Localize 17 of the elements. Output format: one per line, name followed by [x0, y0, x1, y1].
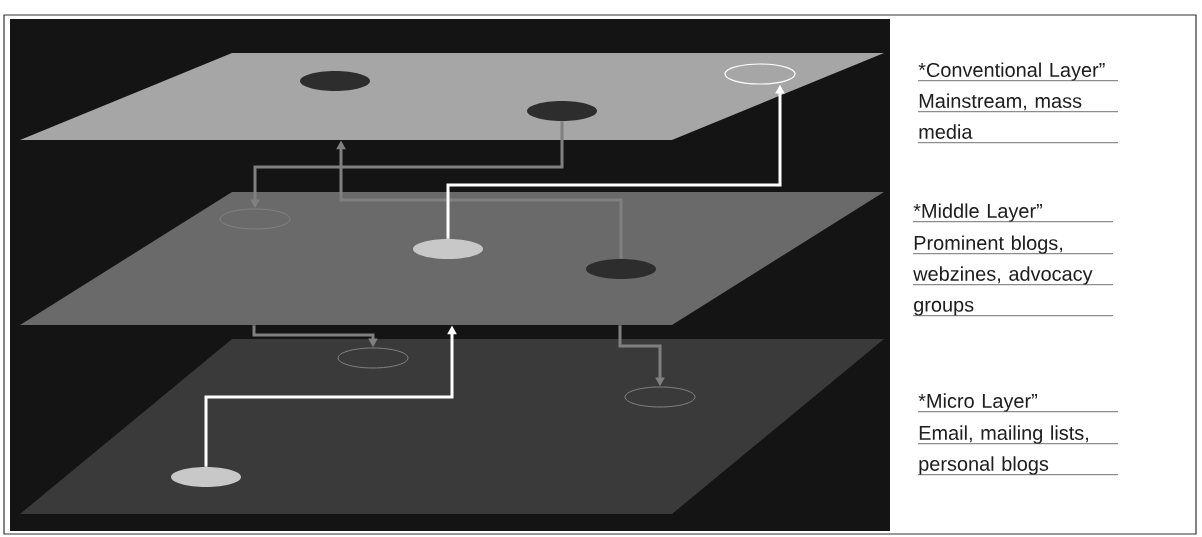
node-ellipse	[300, 71, 370, 91]
node-ellipse	[586, 259, 656, 279]
node-ellipse	[527, 101, 597, 121]
layer-label: *Middle Layer”	[912, 203, 1114, 223]
node-ellipse	[413, 239, 483, 259]
layer-label: Prominent blogs, webzines, advocacy groups	[912, 235, 1114, 317]
layer-label: Mainstream, mass media	[917, 93, 1119, 144]
layer-plane	[20, 192, 884, 325]
layer-plane	[20, 339, 884, 514]
node-ellipse	[171, 467, 241, 487]
node-ellipse	[624, 386, 696, 408]
node-ellipse	[724, 63, 796, 85]
layer-label: *Micro Layer”	[917, 393, 1119, 413]
layer-plane	[20, 53, 884, 140]
layer-label: Email, mailing lists, personal blogs	[917, 425, 1119, 476]
node-ellipse	[337, 347, 409, 369]
layer-label: *Conventional Layer”	[917, 62, 1119, 82]
